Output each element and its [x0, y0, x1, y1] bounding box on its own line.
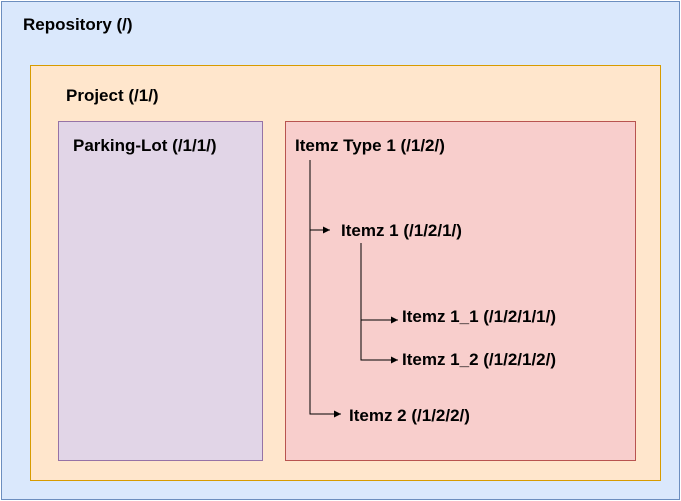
connector-itemz-1-to-itemz-1-1 [360, 243, 398, 324]
connector-itemz-type-to-itemz-1 [309, 160, 330, 234]
itemz-1-1-label: Itemz 1_1 (/1/2/1/1/) [402, 307, 557, 326]
connector-itemz-1-to-itemz-1-2 [360, 320, 398, 364]
connector-itemz-type-to-itemz-2 [309, 230, 341, 418]
itemz-type-container [285, 121, 636, 461]
parking-lot-container [58, 121, 263, 461]
project-label: Project (/1/) [66, 86, 159, 105]
itemz-2-label: Itemz 2 (/1/2/2/) [349, 406, 470, 425]
itemz-1-2-label: Itemz 1_2 (/1/2/1/2/) [402, 350, 557, 369]
itemz-1-label: Itemz 1 (/1/2/1/) [341, 221, 462, 240]
itemz-type-label: Itemz Type 1 (/1/2/) [295, 136, 445, 155]
parking-lot-label: Parking-Lot (/1/1/) [73, 136, 217, 155]
repository-label: Repository (/) [23, 15, 133, 34]
